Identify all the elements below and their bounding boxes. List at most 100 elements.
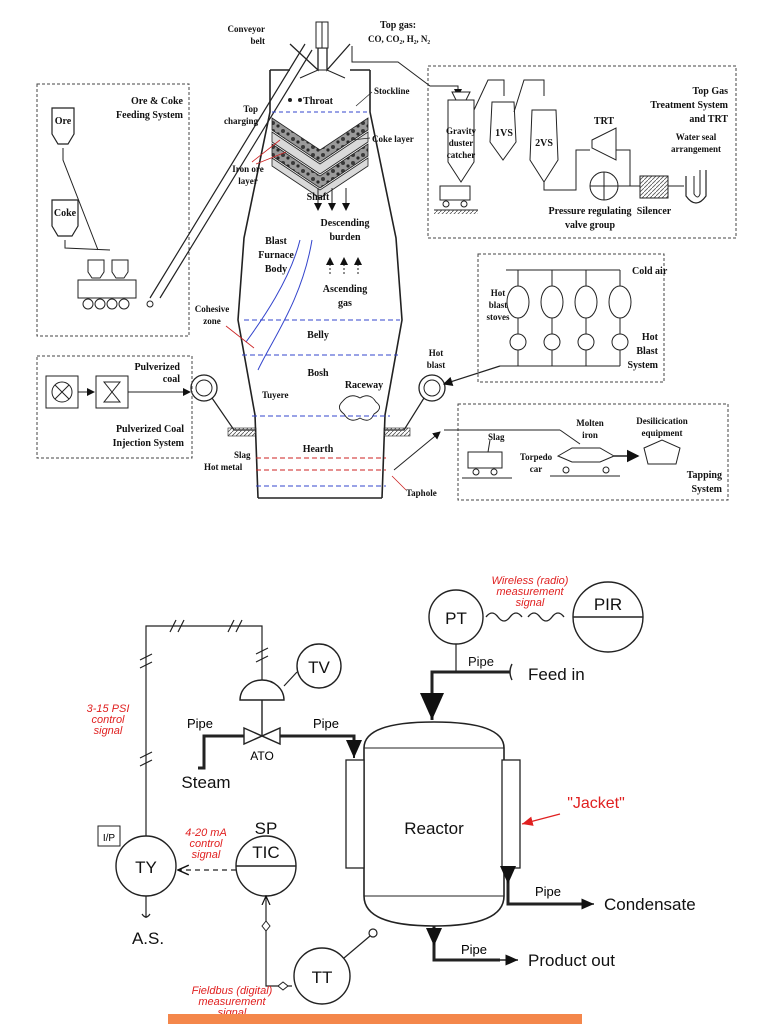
- tic-label: TIC: [252, 843, 279, 862]
- ore-coke-feeding-system: Ore & Coke Feeding System Ore Coke: [36, 83, 190, 337]
- ascending-gas-arrows: [326, 257, 362, 274]
- pulverized-coal-system: Pulverized coal Pulverized Coal Injectio…: [36, 355, 193, 459]
- reactor-vessel: Reactor: [363, 721, 505, 927]
- torpedo-car-label-1: Torpedo: [520, 452, 553, 462]
- jacket-left: [345, 759, 365, 869]
- tic-instrument: TIC: [235, 835, 297, 897]
- wireless-label-2: measurement: [496, 586, 564, 598]
- ma-signal-label-3: signal: [192, 849, 221, 861]
- water-seal-label-2: arrangement: [671, 144, 721, 154]
- hearth-label: Hearth: [303, 444, 334, 455]
- bottom-accent-bar: [168, 1014, 582, 1024]
- desilicication-label-2: equipment: [641, 428, 682, 438]
- ma-signal-label-2: control: [189, 838, 223, 850]
- trt-label: TRT: [594, 116, 615, 127]
- feed-in-label: Feed in: [528, 665, 585, 684]
- top-gas-treatment-system: Gravity duster catcher 1VS 2VS TRT Press…: [362, 61, 737, 239]
- ore-label: Ore: [55, 116, 72, 127]
- coal-title-2: Injection System: [113, 438, 185, 449]
- bosh-label: Bosh: [307, 368, 329, 379]
- valve-pipe-label: Pipe: [313, 716, 339, 731]
- blast-furnace-diagram: Ore & Coke Feeding System Ore Coke Conve…: [36, 20, 737, 501]
- top-gas-system-title-2: Treatment System: [650, 100, 728, 111]
- stoves-label-3: stoves: [487, 312, 510, 322]
- fieldbus-signal-line: [261, 896, 292, 991]
- control-valve: ATO: [239, 679, 285, 763]
- water-seal-label-1: Water seal: [676, 132, 717, 142]
- pressure-valve-label-2: valve group: [565, 220, 616, 231]
- ty-instrument: TY: [115, 835, 177, 897]
- tuyere-label: Tuyere: [262, 390, 289, 400]
- tapping-title-2: System: [691, 484, 722, 495]
- cold-air-label: Cold air: [632, 266, 668, 277]
- taphole-label: Taphole: [406, 488, 437, 498]
- hot-blast-label-1: Hot: [429, 348, 444, 358]
- 2vs-label: 2VS: [535, 138, 553, 149]
- hot-blast-title-3: System: [627, 360, 658, 371]
- coke-label: Coke: [54, 208, 77, 219]
- throat-label: Throat: [303, 96, 333, 107]
- hot-metal-label: Hot metal: [204, 462, 243, 472]
- torpedo-car-label-2: car: [530, 464, 543, 474]
- pt-label: PT: [445, 609, 467, 628]
- product-pipe-label: Pipe: [461, 942, 487, 957]
- psi-signal-label-2: control: [91, 714, 125, 726]
- hot-blast-title-1: Hot: [642, 332, 659, 343]
- desilicication-label-1: Desilicication: [636, 416, 688, 426]
- stoves-label-1: Hot: [491, 288, 506, 298]
- bf-body-label-3: Body: [265, 264, 287, 275]
- ty-label: TY: [135, 858, 157, 877]
- fieldbus-label-2: measurement: [198, 996, 266, 1008]
- top-gas-system-title-3: and TRT: [689, 114, 728, 125]
- condensate-pipe-label: Pipe: [535, 884, 561, 899]
- pid-diagram: PT PIR Wireless (radio) measurement sign…: [87, 575, 696, 1019]
- conveyor-belt-label-2: belt: [251, 36, 266, 46]
- hot-blast-title-2: Blast: [636, 346, 658, 357]
- stoves-label-2: blast: [489, 300, 508, 310]
- descending-burden-label-2: burden: [329, 232, 361, 243]
- pt-instrument: PT: [428, 589, 484, 645]
- ore-bin: [51, 107, 75, 145]
- feed-pipe-label: Pipe: [468, 654, 494, 669]
- stockline-label: Stockline: [374, 86, 410, 96]
- ip-box: [97, 825, 121, 847]
- hot-blast-system: Cold air: [442, 253, 668, 386]
- tv-label: TV: [308, 658, 330, 677]
- sp-label: SP: [255, 819, 278, 838]
- conveyor-belt-label-1: Conveyor: [228, 24, 266, 34]
- ore-coke-title-2: Feeding System: [116, 110, 184, 121]
- steam-pipe: [198, 734, 244, 770]
- ascending-gas-label-1: Ascending: [323, 284, 367, 295]
- gravity-label-1: Gravity: [446, 126, 476, 136]
- top-charging-label-2: charging: [224, 116, 259, 126]
- ato-label: ATO: [250, 749, 274, 763]
- iron-ore-layer-label-2: layer: [238, 176, 258, 186]
- wireless-label-1: Wireless (radio): [492, 575, 569, 587]
- pneumatic-signal-line: [139, 619, 269, 836]
- psi-signal-label-1: 3-15 PSI: [87, 703, 130, 715]
- belly-label: Belly: [307, 330, 329, 341]
- 1vs-label: 1VS: [495, 128, 513, 139]
- ip-label: I/P: [103, 833, 116, 844]
- burden-layers: [271, 111, 369, 199]
- hot-blast-label-2: blast: [427, 360, 446, 370]
- tt-instrument: TT: [293, 947, 351, 1005]
- raceway-shape: [339, 395, 380, 421]
- bustle-pipes: [190, 374, 446, 437]
- bf-body-label-2: Furnace: [258, 250, 294, 261]
- cohesive-zone-label-2: zone: [203, 316, 221, 326]
- tap-slag-label: Slag: [488, 432, 505, 442]
- wireless-signal-line: [485, 612, 565, 622]
- gravity-label-2: duster: [449, 138, 474, 148]
- psi-signal-label-3: signal: [94, 725, 123, 737]
- pressure-valve-label-1: Pressure regulating: [548, 206, 631, 217]
- descending-burden-label-1: Descending: [321, 218, 370, 229]
- product-out-label: Product out: [528, 951, 615, 970]
- tt-label: TT: [312, 968, 333, 987]
- ascending-gas-label-2: gas: [338, 298, 352, 309]
- top-gas-label-1: Top gas:: [380, 20, 416, 31]
- descending-arrows: [314, 188, 350, 211]
- pulverized-coal-label-1: Pulverized: [134, 362, 180, 373]
- coal-title-1: Pulverized Coal: [116, 424, 184, 435]
- conveyor-belt: Conveyor belt: [149, 24, 313, 299]
